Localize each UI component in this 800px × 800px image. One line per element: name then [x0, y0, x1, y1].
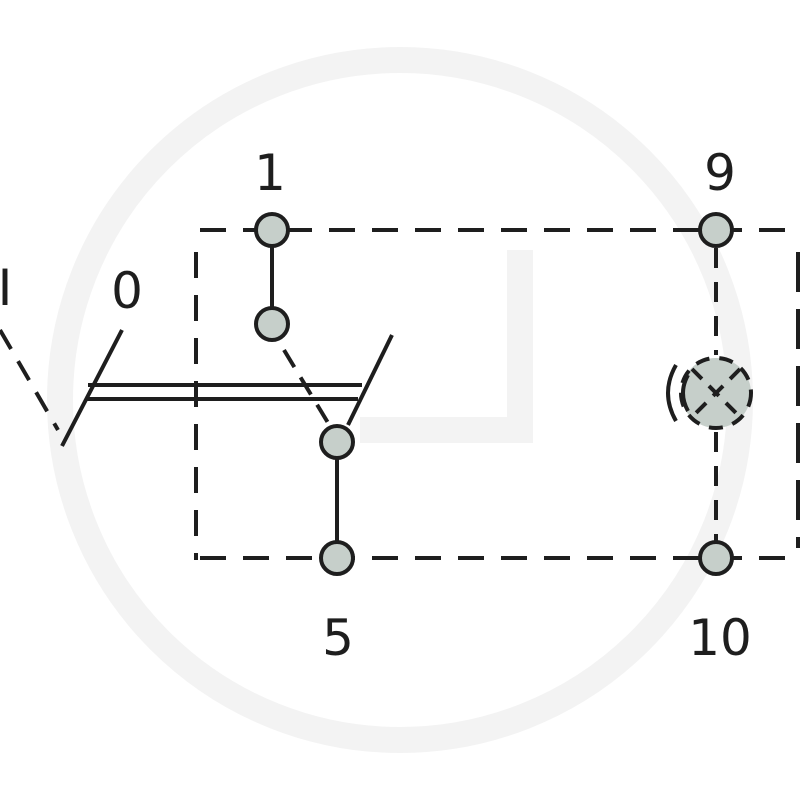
labels: I 0 1 9 5 10: [0, 144, 752, 667]
label-terminal-5: 5: [322, 609, 354, 667]
terminal-9: [698, 212, 734, 248]
actuator-on-dash: [0, 328, 60, 432]
label-terminal-9: 9: [704, 144, 736, 202]
label-switch-on: I: [0, 259, 12, 317]
terminals: [254, 212, 734, 576]
conductors: [270, 230, 339, 558]
actuator-off-lever: [60, 329, 124, 447]
label-terminal-10: 10: [688, 609, 752, 667]
terminal-contact-lower: [319, 424, 355, 460]
lamp-icon: [666, 356, 753, 430]
terminal-1: [254, 212, 290, 248]
switch-blade-dash: [282, 348, 338, 438]
switch-blade: [346, 334, 394, 426]
rocker-actuator: [0, 328, 394, 447]
terminal-contact-upper: [254, 306, 290, 342]
label-switch-off: 0: [111, 262, 143, 320]
housing-outline: [194, 228, 800, 560]
terminal-5: [319, 540, 355, 576]
terminal-10: [698, 540, 734, 576]
label-terminal-1: 1: [254, 144, 286, 202]
